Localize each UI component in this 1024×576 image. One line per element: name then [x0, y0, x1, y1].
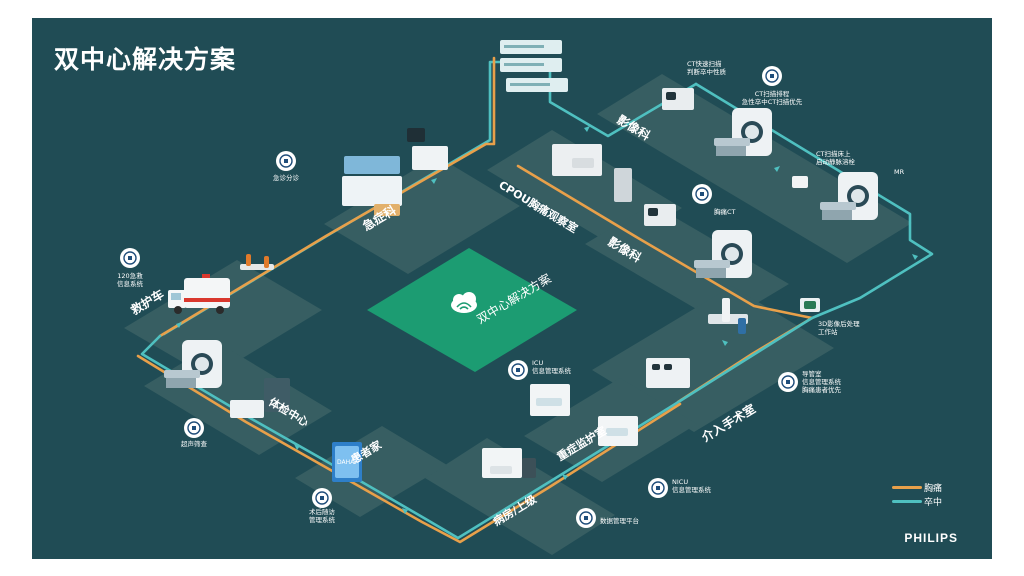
home-tablet-screen	[335, 446, 359, 478]
workflow-diagram: DAHA 双中心解决方案 救护车 急症科 CPOU胸痛观察室 影像科 影像科 介…	[117, 40, 934, 555]
callout-text: 信息管理系统	[532, 366, 572, 375]
platform-home	[295, 426, 447, 517]
callout-text: 胸痛患者优先	[802, 385, 842, 394]
legend-label-chest-pain: 胸痛	[923, 484, 942, 494]
callout-text: CT扫描床上	[816, 149, 851, 158]
callout-text: 信息管理系统	[672, 485, 712, 494]
imaging-screen-mid	[648, 208, 658, 216]
ct-scanner-top	[714, 108, 772, 156]
checkup-desk	[230, 400, 264, 418]
home-device-label: DAHA	[337, 459, 355, 466]
callout-text: 数据管理平台	[600, 516, 639, 525]
paramedic-1	[246, 254, 251, 266]
cath-screen-2	[664, 364, 672, 370]
ward-bed	[490, 466, 512, 474]
er-wall-screen	[344, 156, 400, 174]
callout-text: NICU	[672, 478, 688, 486]
callout-text: 3D影像后处理	[818, 319, 860, 328]
ct-scanner-mid	[694, 230, 752, 278]
er-bed	[412, 146, 448, 170]
checkup-mri	[164, 340, 222, 388]
platform-ambulance	[124, 260, 322, 378]
nicu-bed	[606, 428, 628, 436]
cloud-icon	[451, 292, 477, 313]
ct-bed-monitor	[792, 176, 808, 188]
cpou-cart	[614, 168, 632, 202]
chest-path-return	[136, 354, 682, 544]
er-counter	[374, 204, 400, 216]
platform-cath	[592, 286, 834, 432]
callout-text: 超声筛查	[181, 439, 208, 448]
callout-text: 术后随访	[309, 507, 336, 516]
callout-text: 急诊分诊	[273, 173, 300, 182]
diagram-canvas: 双中心解决方案 DAHA 双中心解决方案 救护车 急症科 CPOU胸痛观察室 影…	[32, 18, 992, 559]
workstation-screen	[804, 301, 816, 309]
page-title: 双中心解决方案	[54, 45, 237, 74]
platform-checkup	[144, 342, 332, 455]
callout-chest-ct: 胸痛CT	[692, 184, 736, 216]
flow-arrow	[402, 508, 408, 514]
icu-bed	[536, 398, 562, 406]
callout-text: 工作站	[818, 327, 838, 336]
flow-arrow	[431, 178, 437, 184]
callout-text: CT快速扫描	[687, 59, 722, 68]
legend-label-stroke: 卒中	[923, 498, 942, 508]
paramedic-2	[264, 256, 269, 268]
cath-screen-1	[652, 364, 660, 370]
flow-arrow	[584, 126, 590, 132]
callout-triage: 急诊分诊	[273, 151, 300, 182]
ambulance-illustration	[168, 274, 230, 314]
callout-text: MR	[894, 168, 905, 176]
legend-swatch-stroke	[892, 500, 922, 503]
callout-text: 信息系统	[117, 279, 144, 288]
callout-text: ICU	[532, 359, 543, 367]
center-card[interactable]: 双中心解决方案	[367, 248, 577, 372]
cath-arm	[722, 298, 730, 322]
callout-text: 启动静脉溶栓	[816, 157, 856, 166]
callout-text: 管理系统	[309, 515, 336, 524]
philips-logo: PHILIPS	[904, 531, 958, 545]
flow-arrow	[912, 254, 918, 260]
callout-text: 判断卒中性质	[687, 67, 727, 76]
callout-mr: MR	[894, 168, 905, 176]
callout-text: 信息管理系统	[802, 377, 842, 386]
callout-ultrasound: 超声筛查	[181, 418, 208, 448]
callout-text: 120急救	[117, 271, 143, 280]
ward-cabinet	[522, 458, 536, 478]
flow-arrow	[176, 322, 182, 328]
callout-text: CT扫描排程	[755, 89, 790, 98]
callout-data: 数据管理平台	[576, 508, 639, 528]
checkup-cabinet	[264, 378, 290, 412]
cpou-bed	[572, 158, 594, 168]
flow-arrow	[774, 166, 780, 172]
er-desk	[342, 176, 402, 206]
er-monitor	[407, 128, 425, 142]
mr-scanner	[820, 172, 878, 220]
platform-emergency	[324, 156, 520, 274]
platform-ward	[425, 438, 615, 555]
imaging-screen	[666, 92, 676, 100]
equipment-illustrations: DAHA	[164, 40, 878, 482]
callout-text: 胸痛CT	[714, 207, 736, 216]
legend-swatch-chest-pain	[892, 486, 922, 489]
flow-arrow	[562, 474, 568, 480]
flow-arrow	[722, 340, 728, 346]
callout-text: 急性卒中CT扫描优先	[742, 97, 803, 106]
cath-staff	[738, 318, 746, 334]
callout-text: 导管室	[802, 369, 822, 378]
flow-arrow	[294, 444, 300, 450]
cath-control-room	[646, 358, 690, 388]
